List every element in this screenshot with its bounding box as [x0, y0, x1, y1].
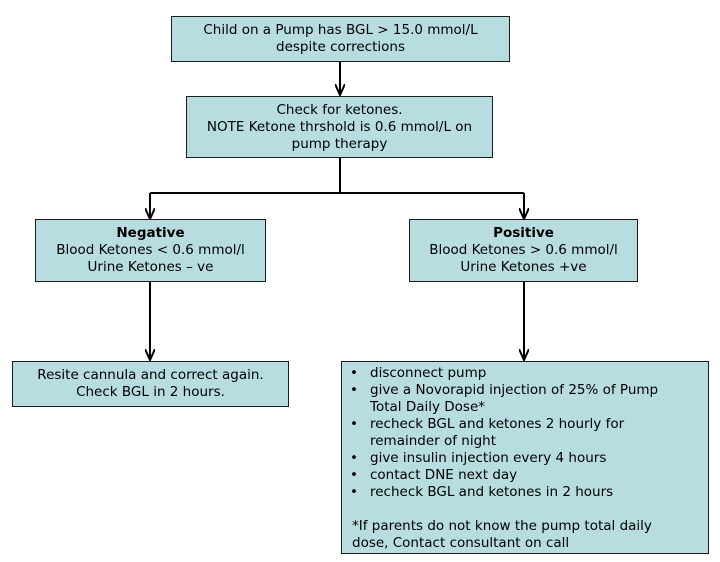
negative-node: Negative Blood Ketones < 0.6 mmol/l Urin…: [35, 219, 266, 282]
start-line-2: despite corrections: [276, 39, 405, 55]
bullet-icon: •: [350, 484, 358, 500]
check-line-2: NOTE Ketone thrshold is 0.6 mmol/L on: [206, 118, 473, 135]
action-item: • disconnect pump: [346, 365, 702, 382]
action-item: • give insulin injection every 4 hours: [346, 450, 702, 467]
action-item-line: recheck BGL and ketones in 2 hours: [370, 484, 614, 500]
resite-line-2: Check BGL in 2 hours.: [76, 384, 225, 400]
positive-actions-node: • disconnect pump • give a Novorapid inj…: [341, 361, 709, 554]
action-item-line: give a Novorapid injection of 25% of Pum…: [370, 382, 659, 398]
bullet-icon: •: [350, 450, 358, 466]
start-node: Child on a Pump has BGL > 15.0 mmol/L de…: [171, 16, 510, 62]
action-item-line: contact DNE next day: [370, 467, 518, 483]
action-item-line: recheck BGL and ketones 2 hourly for: [370, 416, 625, 432]
check-line-1: Check for ketones.: [276, 101, 403, 118]
consultant-note: *If parents do not know the pump total d…: [346, 518, 702, 552]
positive-node: Positive Blood Ketones > 0.6 mmol/l Urin…: [409, 219, 638, 282]
bullet-icon: •: [350, 365, 358, 381]
check-line-3: pump therapy: [291, 135, 388, 152]
bullet-icon: •: [350, 416, 358, 432]
action-item: • contact DNE next day: [346, 467, 702, 484]
check-ketones-node: Check for ketones. NOTE Ketone thrshold …: [186, 96, 493, 158]
negative-line-2: Urine Ketones – ve: [87, 259, 214, 275]
action-item-line: disconnect pump: [370, 365, 487, 381]
resite-node: Resite cannula and correct again. Check …: [12, 361, 289, 407]
action-item-line: Total Daily Dose*: [370, 399, 486, 415]
action-item: • recheck BGL and ketones 2 hourly for r…: [346, 416, 702, 450]
negative-line-1: Blood Ketones < 0.6 mmol/l: [56, 242, 245, 258]
note-line-2: dose, Contact consultant on call: [352, 535, 570, 551]
note-line-1: *If parents do not know the pump total d…: [352, 518, 652, 534]
positive-title: Positive: [493, 225, 554, 241]
action-item-line: give insulin injection every 4 hours: [370, 450, 607, 466]
bullet-icon: •: [350, 382, 358, 398]
actions-list: • disconnect pump • give a Novorapid inj…: [346, 365, 702, 501]
positive-line-1: Blood Ketones > 0.6 mmol/l: [429, 242, 618, 258]
action-item-line: remainder of night: [370, 433, 497, 449]
resite-line-1: Resite cannula and correct again.: [37, 367, 264, 383]
action-item: • give a Novorapid injection of 25% of P…: [346, 382, 702, 416]
start-line-1: Child on a Pump has BGL > 15.0 mmol/L: [203, 22, 478, 38]
positive-line-2: Urine Ketones +ve: [460, 259, 587, 275]
negative-title: Negative: [116, 225, 185, 241]
action-item: • recheck BGL and ketones in 2 hours: [346, 484, 702, 501]
bullet-icon: •: [350, 467, 358, 483]
